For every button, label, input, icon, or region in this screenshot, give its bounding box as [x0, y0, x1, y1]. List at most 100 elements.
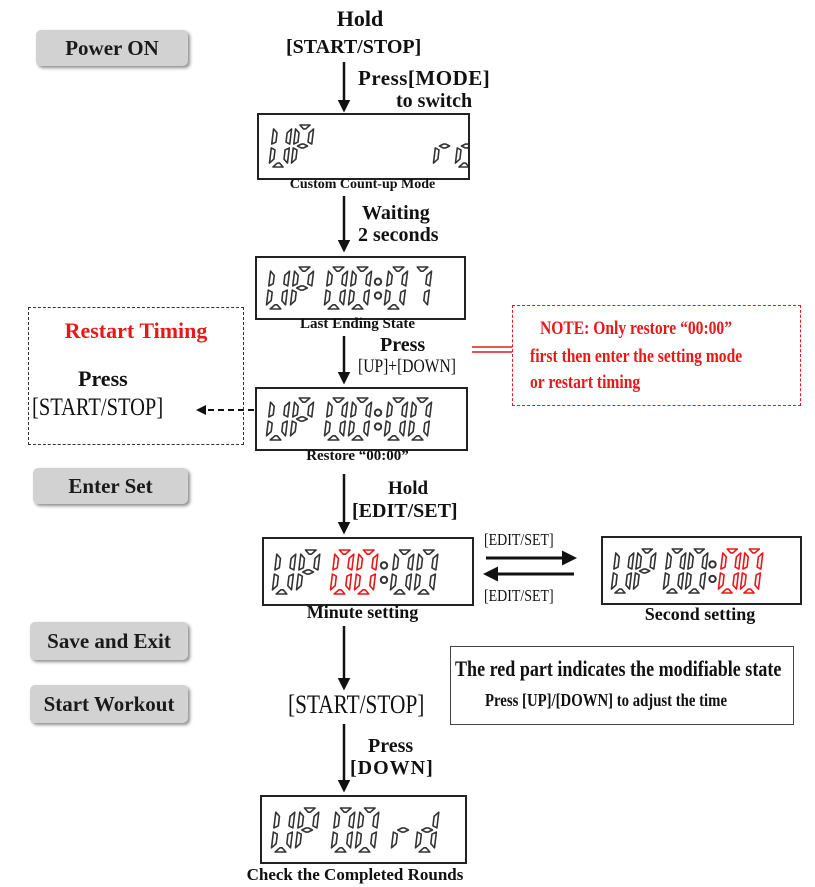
lcd-minute-caption: Minute setting: [306, 602, 419, 622]
data-name="lcd-last-digits"]-char3-segment-c: [363, 289, 371, 306]
data-name="lcd-restore-digits"]-char3-segment-d: [351, 435, 364, 441]
data-name="lcd-second-digits"]-char4-segment-d: [721, 588, 733, 594]
data-name="lcd-minute-digits"]-char0-segment-e: [271, 573, 280, 591]
data-name="lcd-rounds-digits"]-char5-segment-d: [418, 847, 431, 853]
note-line-1: NOTE: Only restore “00:00”: [540, 318, 732, 340]
note-line-2: first then enter the setting mode: [530, 346, 743, 367]
down-key-label: [DOWN]: [350, 757, 434, 779]
data-name="lcd-restore-digits"]-char4-segment-b: [401, 401, 409, 418]
hold-label-2: Hold: [388, 478, 429, 499]
data-name="lcd-minute-digits"]-char5-segment-f: [416, 553, 424, 571]
data-name="lcd-second-digits"]-char3-segment-b: [701, 552, 709, 570]
data-name="lcd-rounds-digits"]-char2-segment-a: [339, 807, 352, 813]
data-name="lcd-restore-digits"]-char0-segment-e: [265, 420, 273, 437]
data-name="lcd-last-digits"]-char3-segment-a: [356, 266, 369, 272]
lcd-restore-caption: Restore “00:00”: [306, 448, 409, 464]
data-name="lcd-second-digits"]-char5-segment-e: [739, 572, 747, 590]
data-name="lcd-second-digits"]-char3-segment-d: [688, 588, 700, 594]
data-name="lcd-minute-digits"]-char3-segment-a: [362, 549, 375, 555]
data-name="lcd-restore-digits"]-char0-segment-f: [267, 401, 276, 418]
data-name="lcd-rounds-digits"]-char2-segment-d: [334, 847, 347, 853]
lcd-restore: [255, 387, 468, 451]
data-name="lcd-last-digits"]-char2-segment-c: [339, 289, 347, 306]
data-name="lcd-minute-digits"]-char3-segment-e: [353, 573, 362, 591]
data-name="lcd-restore-digits"]-char3-segment-f: [349, 401, 358, 418]
data-name="lcd-second-digits"]-colon-dot-2: [708, 574, 717, 584]
data-name="lcd-last-digits"]-char4-segment-b: [401, 270, 409, 287]
data-name="lcd-second-digits"]-char1-segment-f: [635, 552, 643, 570]
data-name="lcd-custom-digits"]-char3-segment-d: [458, 162, 468, 168]
data-name="lcd-last-digits"]-char0-segment-c: [281, 289, 289, 306]
lcd-second-digits: [610, 548, 764, 594]
info-line-1: The red part indicates the modifiable st…: [455, 656, 782, 681]
data-name="lcd-minute-digits"]-char4-segment-f: [392, 553, 400, 571]
data-name="lcd-last-digits"]-char1-segment-b: [307, 270, 315, 287]
data-name="lcd-restore-digits"]-char3-segment-a: [356, 397, 369, 403]
data-name="lcd-rounds-digits"]-char0-segment-b: [288, 811, 296, 829]
lcd-rounds-caption: Check the Completed Rounds: [246, 865, 464, 884]
data-name="lcd-last-digits"]-char2-segment-e: [323, 289, 331, 306]
data-name="lcd-last-digits"]-char3-segment-d: [351, 304, 364, 310]
data-name="lcd-rounds-digits"]-char5-segment-c: [430, 831, 438, 849]
data-name="lcd-restore-digits"]-char2-segment-d: [327, 435, 340, 441]
data-name="lcd-restore-digits"]-char5-segment-c: [423, 420, 431, 437]
hold-label-1: Hold: [336, 6, 384, 31]
press-mode-label: Press[MODE]: [358, 66, 491, 90]
data-name="lcd-second-digits"]-char4-segment-b: [734, 552, 742, 570]
data-name="lcd-second-digits"]-char2-segment-f: [665, 552, 673, 570]
data-name="lcd-last-digits"]-char3-segment-f: [349, 270, 358, 287]
edit-set-label: [EDIT/SET]: [352, 500, 458, 522]
data-name="lcd-last-digits"]-char5-segment-c: [423, 289, 431, 306]
data-name="lcd-restore-digits"]-char4-segment-f: [385, 401, 394, 418]
data-name="lcd-restore-digits"]-char0-segment-d: [269, 435, 282, 441]
restart-timing-box: [28, 307, 244, 445]
restart-timing-title: Restart Timing: [64, 318, 208, 343]
data-name="lcd-restore-digits"]-char5-segment-e: [407, 420, 415, 437]
data-name="lcd-minute-digits"]-char4-segment-a: [398, 549, 411, 555]
data-name="lcd-second-digits"]-char3-segment-e: [684, 572, 692, 590]
data-name="lcd-second-digits"]-char0-segment-b: [627, 552, 635, 570]
data-name="lcd-restore-digits"]-char3-segment-c: [363, 420, 371, 437]
data-name="lcd-minute-digits"]-char2-segment-d: [333, 589, 346, 595]
data-name="lcd-restore-digits"]-colon-dot-1: [373, 408, 383, 417]
data-name="lcd-last-digits"]-char3-segment-e: [347, 289, 355, 306]
data-name="lcd-minute-digits"]-char5-segment-e: [413, 573, 422, 591]
restart-press-label: Press: [78, 366, 128, 391]
data-name="lcd-restore-digits"]-char4-segment-c: [399, 420, 407, 437]
data-name="lcd-rounds-digits"]-char2-segment-c: [346, 831, 354, 849]
data-name="lcd-minute-digits"]-char4-segment-c: [405, 573, 413, 591]
data-name="lcd-minute-digits"]-char1-segment-b: [313, 553, 321, 571]
data-name="lcd-second-digits"]-char4-segment-a: [726, 548, 739, 554]
data-name="lcd-restore-digits"]-colon-dot-2: [373, 422, 383, 431]
lcd-second: [601, 536, 802, 605]
lcd-minute: [262, 537, 474, 606]
lcd-minute-digits: [271, 549, 439, 595]
data-name="lcd-minute-digits"]-char3-segment-c: [369, 573, 377, 591]
data-name="lcd-rounds-digits"]-char5-segment-b: [432, 811, 440, 829]
data-name="lcd-minute-digits"]-char4-segment-d: [393, 589, 406, 595]
data-name="lcd-last-digits"]-char5-segment-b: [425, 270, 433, 287]
data-name="lcd-second-digits"]-char2-segment-e: [662, 572, 670, 590]
data-name="lcd-minute-digits"]-char4-segment-e: [389, 573, 398, 591]
data-name="lcd-last-digits"]-char4-segment-a: [392, 266, 405, 272]
data-name="lcd-second-digits"]-char1-segment-g: [638, 568, 651, 574]
data-name="lcd-last-digits"]-char4-segment-f: [385, 270, 394, 287]
data-name="lcd-last-digits"]-char2-segment-b: [341, 270, 349, 287]
data-name="lcd-rounds-digits"]-char0-segment-d: [274, 847, 287, 853]
data-name="lcd-rounds-digits"]-char1-segment-f: [297, 811, 305, 829]
data-name="lcd-restore-digits"]-char2-segment-e: [323, 420, 331, 437]
data-name="lcd-rounds-digits"]-char0-segment-c: [286, 831, 294, 849]
data-name="lcd-second-digits"]-char5-segment-f: [742, 552, 750, 570]
data-name="lcd-last-digits"]-char2-segment-f: [325, 270, 334, 287]
data-name="lcd-rounds-digits"]-char1-segment-a: [303, 807, 316, 813]
data-name="lcd-second-digits"]-char2-segment-c: [677, 572, 685, 590]
data-name="lcd-second-digits"]-char5-segment-c: [754, 572, 762, 590]
restart-key-label: [START/STOP]: [32, 394, 164, 421]
data-name="lcd-rounds-digits"]-char0-segment-f: [273, 811, 281, 829]
data-name="lcd-minute-digits"]-char0-segment-b: [289, 553, 297, 571]
note-prefix: NOTE:: [540, 318, 590, 339]
data-name="lcd-minute-digits"]-char5-segment-a: [422, 549, 435, 555]
data-name="lcd-second-digits"]-char2-segment-b: [679, 552, 687, 570]
lcd-rounds: [260, 795, 467, 864]
data-name="lcd-minute-digits"]-colon-dot-1: [379, 561, 389, 570]
